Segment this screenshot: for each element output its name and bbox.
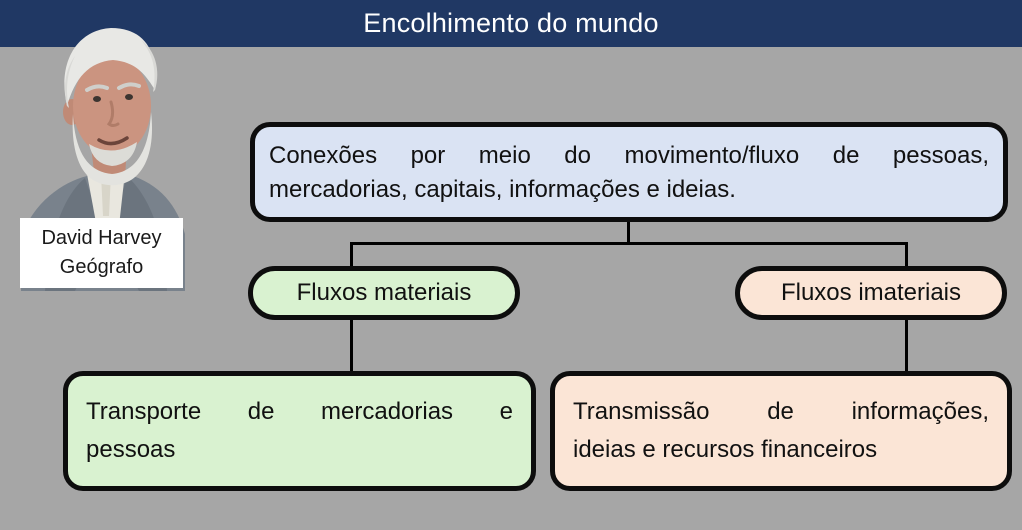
connector-right-pill-to-box [905,316,908,374]
material-flows-pill: Fluxos materiais [248,266,520,320]
caption-name: David Harvey [41,227,162,249]
connector-drop-right [905,242,908,270]
caption-role: Geógrafo [59,256,144,278]
immaterial-flows-label: Fluxos imateriais [780,279,962,306]
transport-box: Transporte de mercadorias e pessoas [63,371,536,491]
main-concept-line-1: Conexões por meio do movimento/fluxo de … [269,142,989,169]
transmission-line-1: Transmissão de informações, [573,398,989,425]
immaterial-flows-pill: Fluxos imateriais [735,266,1007,320]
transmission-line-2: ideias e recursos financeiros [573,436,878,463]
connector-stem-top [627,222,630,244]
connector-left-pill-to-box [350,316,353,374]
connector-horizontal [350,242,908,245]
main-concept-line-2: mercadorias, capitais, informações e ide… [269,176,736,203]
transport-line-2: pessoas [86,436,176,463]
slide-title: Encolhimento do mundo [363,8,659,38]
photo-caption: David Harvey Geógrafo [20,218,183,288]
title-bar: Encolhimento do mundo [0,0,1022,47]
transmission-box: Transmissão de informações, ideias e rec… [550,371,1012,491]
transport-line-1: Transporte de mercadorias e [86,398,513,425]
connector-drop-left [350,242,353,270]
main-concept-box: Conexões por meio do movimento/fluxo de … [250,122,1008,222]
material-flows-label: Fluxos materiais [296,279,472,306]
